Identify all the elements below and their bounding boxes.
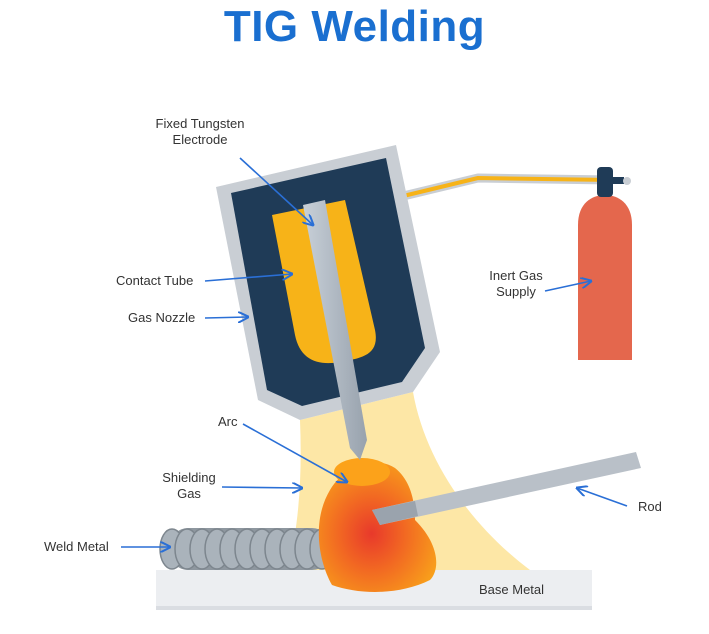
weld-metal-label: Weld Metal: [44, 539, 109, 554]
electrode-arrow: [239, 157, 313, 225]
page-title: TIG Welding: [223, 2, 486, 51]
inert-gas-arrow: [544, 281, 591, 292]
tungsten-electrode: [303, 200, 367, 460]
gas-nozzle-label: Gas Nozzle: [128, 310, 196, 325]
base-metal-label: Base Metal: [479, 582, 545, 597]
filler-rod-tip: [372, 501, 418, 525]
rod-arrow: [577, 488, 628, 507]
arc-arrow: [242, 423, 347, 482]
arc-label: Arc: [218, 414, 238, 429]
contact-tube-arrow: [204, 274, 292, 282]
electrode-label: Fixed Tungsten Electrode: [140, 116, 260, 148]
shielding-gas-label-line2: Gas: [177, 486, 201, 501]
weld-pool: [318, 462, 437, 592]
gas-nozzle-arrow: [204, 317, 248, 318]
gas-hose-core: [394, 176, 613, 200]
weld-metal-bead: [159, 528, 335, 570]
shielding-gas-arrow: [221, 487, 302, 488]
gas-cylinder: [578, 167, 632, 360]
inert-gas-label-line2: Supply: [496, 284, 536, 299]
electrode-label-line2: Electrode: [172, 132, 228, 147]
contact-tube-label: Contact Tube: [116, 273, 194, 288]
base-metal-shadow: [156, 606, 592, 610]
inert-gas-label-line1: Inert Gas: [489, 268, 543, 283]
filler-rod: [372, 452, 641, 525]
arc-glow: [334, 458, 390, 486]
shielding-gas-label-line1: Shielding: [162, 470, 216, 485]
electrode-label-line1: Fixed Tungsten: [155, 116, 245, 131]
rod-label: Rod: [638, 499, 662, 514]
shielding-gas-label: Shielding Gas: [152, 470, 226, 502]
inert-gas-label: Inert Gas Supply: [476, 268, 556, 300]
